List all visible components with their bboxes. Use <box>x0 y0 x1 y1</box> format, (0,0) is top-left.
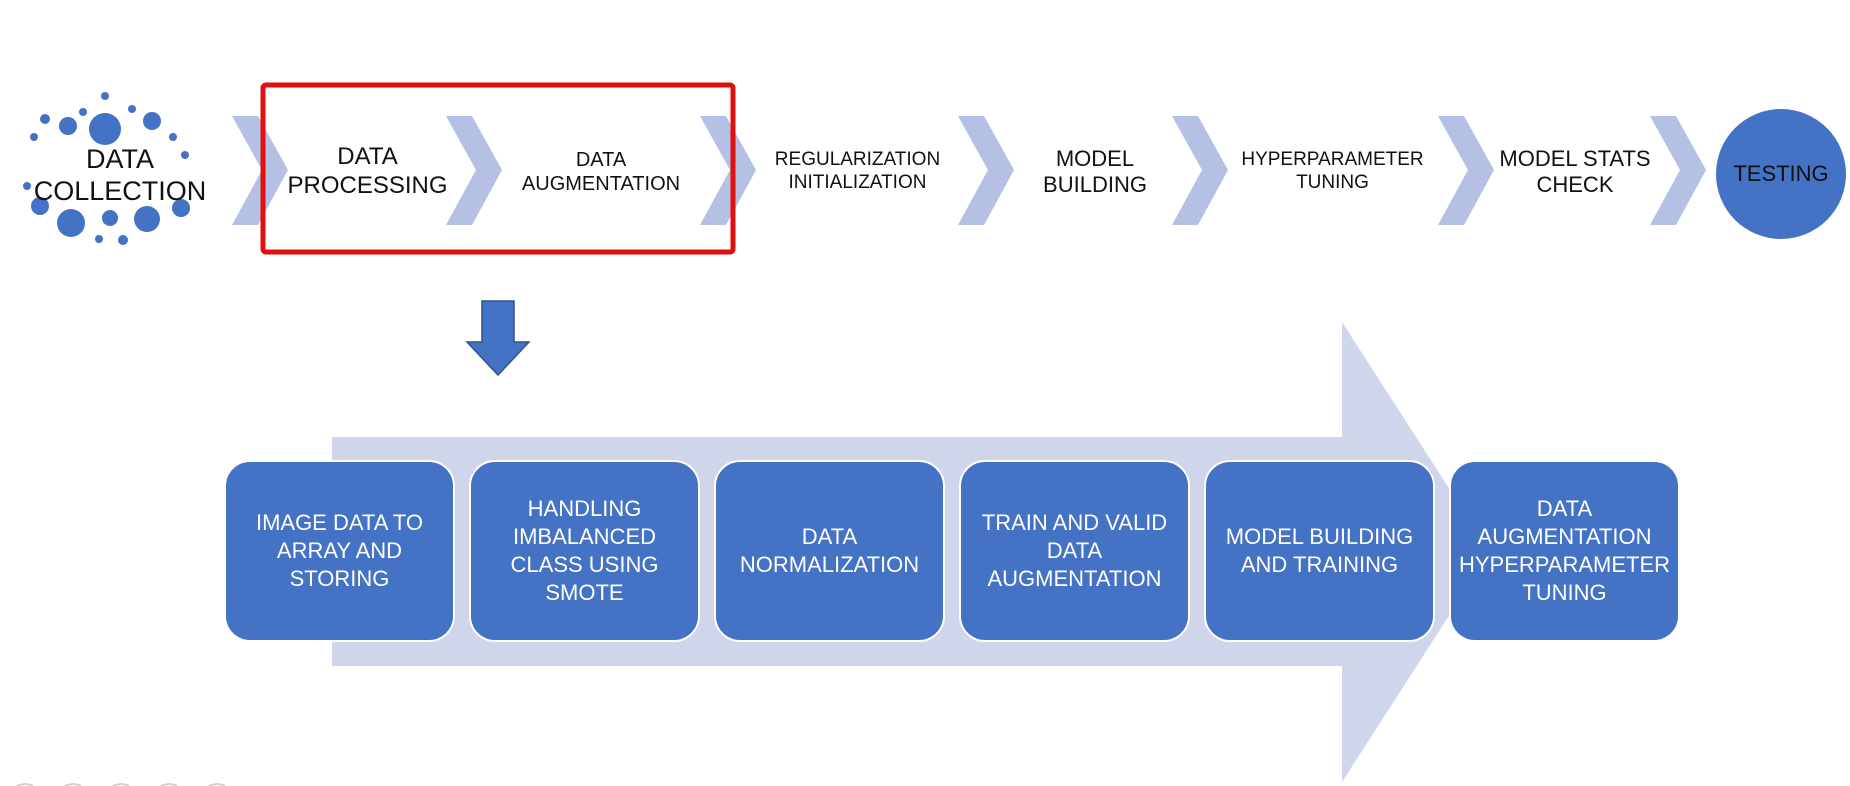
arrow-down-icon <box>465 300 531 377</box>
chevron-icon <box>232 116 288 225</box>
chevron-icon <box>446 116 502 225</box>
placeholder-dots <box>15 783 227 786</box>
step-data-collection: DATA COLLECTION <box>33 143 207 206</box>
substep-handling-imbalanced-class: HANDLING IMBALANCED CLASS USING SMOTE <box>469 460 700 642</box>
chevron-icon <box>700 116 756 225</box>
step-data-processing: DATA PROCESSING <box>287 143 448 199</box>
substep-data-normalization: DATA NORMALIZATION <box>714 460 945 642</box>
substep-train-valid-augmentation: TRAIN AND VALID DATA AUGMENTATION <box>959 460 1190 642</box>
step-data-augmentation: DATA AUGMENTATION <box>521 149 681 195</box>
substep-image-data-to-array: IMAGE DATA TO ARRAY AND STORING <box>224 460 455 642</box>
step-model-building: MODEL BUILDING <box>1043 145 1147 197</box>
chevron-icon <box>1438 116 1494 225</box>
testing-circle <box>1716 109 1846 239</box>
step-regularization-initialization: REGULARIZATION INITIALIZATION <box>774 149 941 193</box>
step-hyperparameter-tuning: HYPERPARAMETER TUNING <box>1241 149 1424 193</box>
chevron-icon <box>1172 116 1228 225</box>
step-model-stats-check: MODEL STATS CHECK <box>1499 145 1651 197</box>
chevron-icon <box>1650 116 1706 225</box>
chevron-icon <box>958 116 1014 225</box>
highlight-box <box>260 82 736 255</box>
substep-model-building-training: MODEL BUILDING AND TRAINING <box>1204 460 1435 642</box>
step-testing: TESTING <box>1733 160 1829 186</box>
substep-augmentation-hyperparameter-tuning: DATA AUGMENTATION HYPERPARAMETER TUNING <box>1449 460 1680 642</box>
dots-ring-icon <box>23 92 190 245</box>
